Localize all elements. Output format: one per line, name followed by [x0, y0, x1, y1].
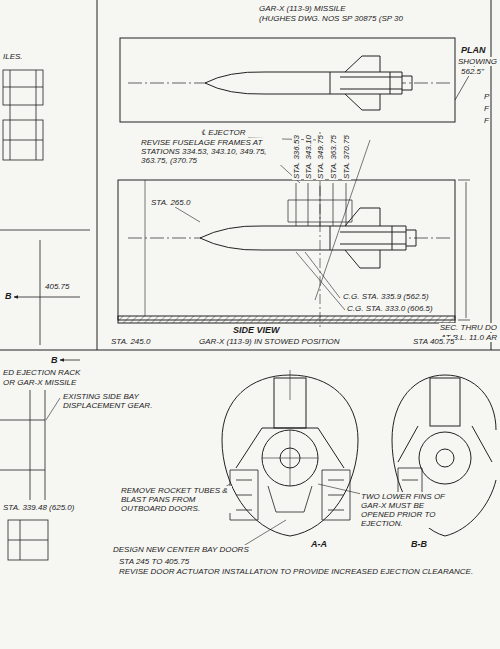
left-partial-section — [8, 520, 48, 560]
side-view — [200, 226, 406, 250]
left-partial-view — [0, 230, 90, 231]
station-label: STA. 363.75 — [329, 134, 338, 180]
section-a-a — [290, 370, 291, 400]
note-label: EXISTING SIDE BAY DISPLACEMENT GEAR. — [62, 392, 159, 410]
note-label: B-B — [410, 540, 428, 549]
sheet-frame — [97, 0, 98, 350]
note-label: PLAN — [460, 46, 487, 55]
note-label: DESIGN NEW CENTER BAY DOORS — [112, 545, 250, 554]
station-line — [296, 183, 346, 226]
sheet-frame — [0, 0, 500, 350]
left-partial-view — [3, 70, 43, 105]
note-label: C.G. STA. 335.9 (562.5) — [342, 292, 430, 301]
station-label: STA. 349.75 — [316, 134, 325, 180]
side-view — [175, 207, 200, 222]
sheet-frame — [491, 0, 492, 350]
note-label: ℄ EJECTOR — [200, 128, 246, 137]
note-label: TWO LOWER FINS OF GAR-X MUST BE OPENED P… — [360, 492, 452, 528]
left-partial-section — [46, 398, 60, 420]
note-label: 562.5" — [460, 67, 485, 76]
plan-view — [345, 56, 380, 110]
sheet-frame — [0, 350, 500, 351]
section-b-b — [419, 432, 471, 484]
left-partial-view — [60, 360, 80, 361]
section-a-a — [240, 520, 286, 548]
note-label: B — [4, 292, 13, 301]
side-view — [330, 226, 406, 250]
note-label: GAR-X (113-9) IN STOWED POSITION — [198, 337, 341, 346]
side-view — [305, 252, 340, 298]
engineering-drawing — [0, 0, 500, 560]
note-label: REVISE DOOR ACTUATOR INSTALLATION TO PRO… — [118, 567, 474, 576]
side-view — [145, 180, 146, 316]
side-view — [118, 180, 455, 320]
section-a-a — [262, 430, 318, 486]
left-partial-view — [36, 70, 37, 160]
section-b-b — [436, 449, 454, 467]
note-label: STA. 265.0 — [150, 198, 191, 207]
plan-view — [205, 72, 402, 94]
left-partial-view — [3, 87, 43, 88]
note-label: STA 405.75 — [412, 337, 455, 346]
section-b-b — [430, 378, 460, 426]
station-label: STA. 370.75 — [342, 134, 351, 180]
note-label: SEC. THRU DO — [439, 323, 498, 332]
note-label: STA 245 TO 405.75 — [118, 557, 190, 566]
plan-view — [120, 38, 455, 122]
section-b-b — [398, 426, 492, 462]
left-partial-view — [0, 70, 90, 360]
section-a-a — [262, 430, 318, 486]
section-a-a — [236, 428, 344, 468]
note-label: REMOVE ROCKET TUBES & BLAST PANS FROM OU… — [120, 486, 232, 513]
station-line — [346, 183, 347, 226]
side-view — [118, 132, 470, 330]
plan-view — [455, 60, 478, 100]
side-view — [296, 252, 345, 310]
left-partial-view — [40, 240, 41, 345]
section-a-a — [230, 470, 258, 520]
note-label: 405.75 — [44, 282, 70, 291]
note-label: P — [483, 92, 490, 101]
plan-view — [120, 38, 478, 122]
note-label: A-A — [310, 540, 328, 549]
note-label: ED EJECTION RACK — [2, 368, 81, 377]
side-view — [118, 316, 455, 323]
station-line — [296, 183, 297, 226]
left-partial-view — [14, 297, 80, 298]
section-a-a — [268, 486, 312, 512]
left-partial-section — [0, 390, 45, 500]
station-line — [308, 183, 309, 226]
section-a-a — [322, 470, 350, 520]
note-label: REVISE FUSELAGE FRAMES AT STATIONS 334.5… — [140, 138, 282, 165]
note-label: GAR-X (113-9) MISSILE — [258, 4, 347, 13]
note-label: ILES. — [2, 52, 24, 61]
section-a-a — [262, 428, 318, 429]
note-label: STA. 339.48 (625.0) — [2, 503, 75, 512]
note-label: OR GAR-X MISSILE — [2, 378, 77, 387]
left-partial-view — [10, 70, 11, 160]
plan-view — [330, 72, 402, 94]
left-partial-view — [3, 140, 43, 141]
left-partial-section — [0, 390, 60, 560]
station-label: STA. 336.53 — [292, 134, 301, 180]
section-a-a — [210, 370, 370, 548]
note-label: F — [483, 104, 490, 113]
side-view — [345, 208, 380, 268]
side-view — [406, 230, 416, 246]
note-label: F — [483, 116, 490, 125]
note-label: SIDE VIEW — [232, 326, 281, 335]
note-label: B — [50, 356, 59, 365]
left-partial-section — [8, 520, 48, 560]
station-label: STA. 343.10 — [304, 134, 313, 180]
note-label: STA. 245.0 — [110, 337, 151, 346]
note-label: SHOWING — [457, 57, 498, 66]
note-label: C.G. STA. 333.0 (606.5) — [346, 304, 434, 313]
side-view — [458, 180, 470, 320]
station-line — [333, 183, 334, 226]
plan-view — [402, 76, 412, 90]
note-label: (HUGHES DWG. NOS SP 30875 (SP 30 — [258, 14, 404, 23]
left-partial-view — [3, 120, 43, 160]
